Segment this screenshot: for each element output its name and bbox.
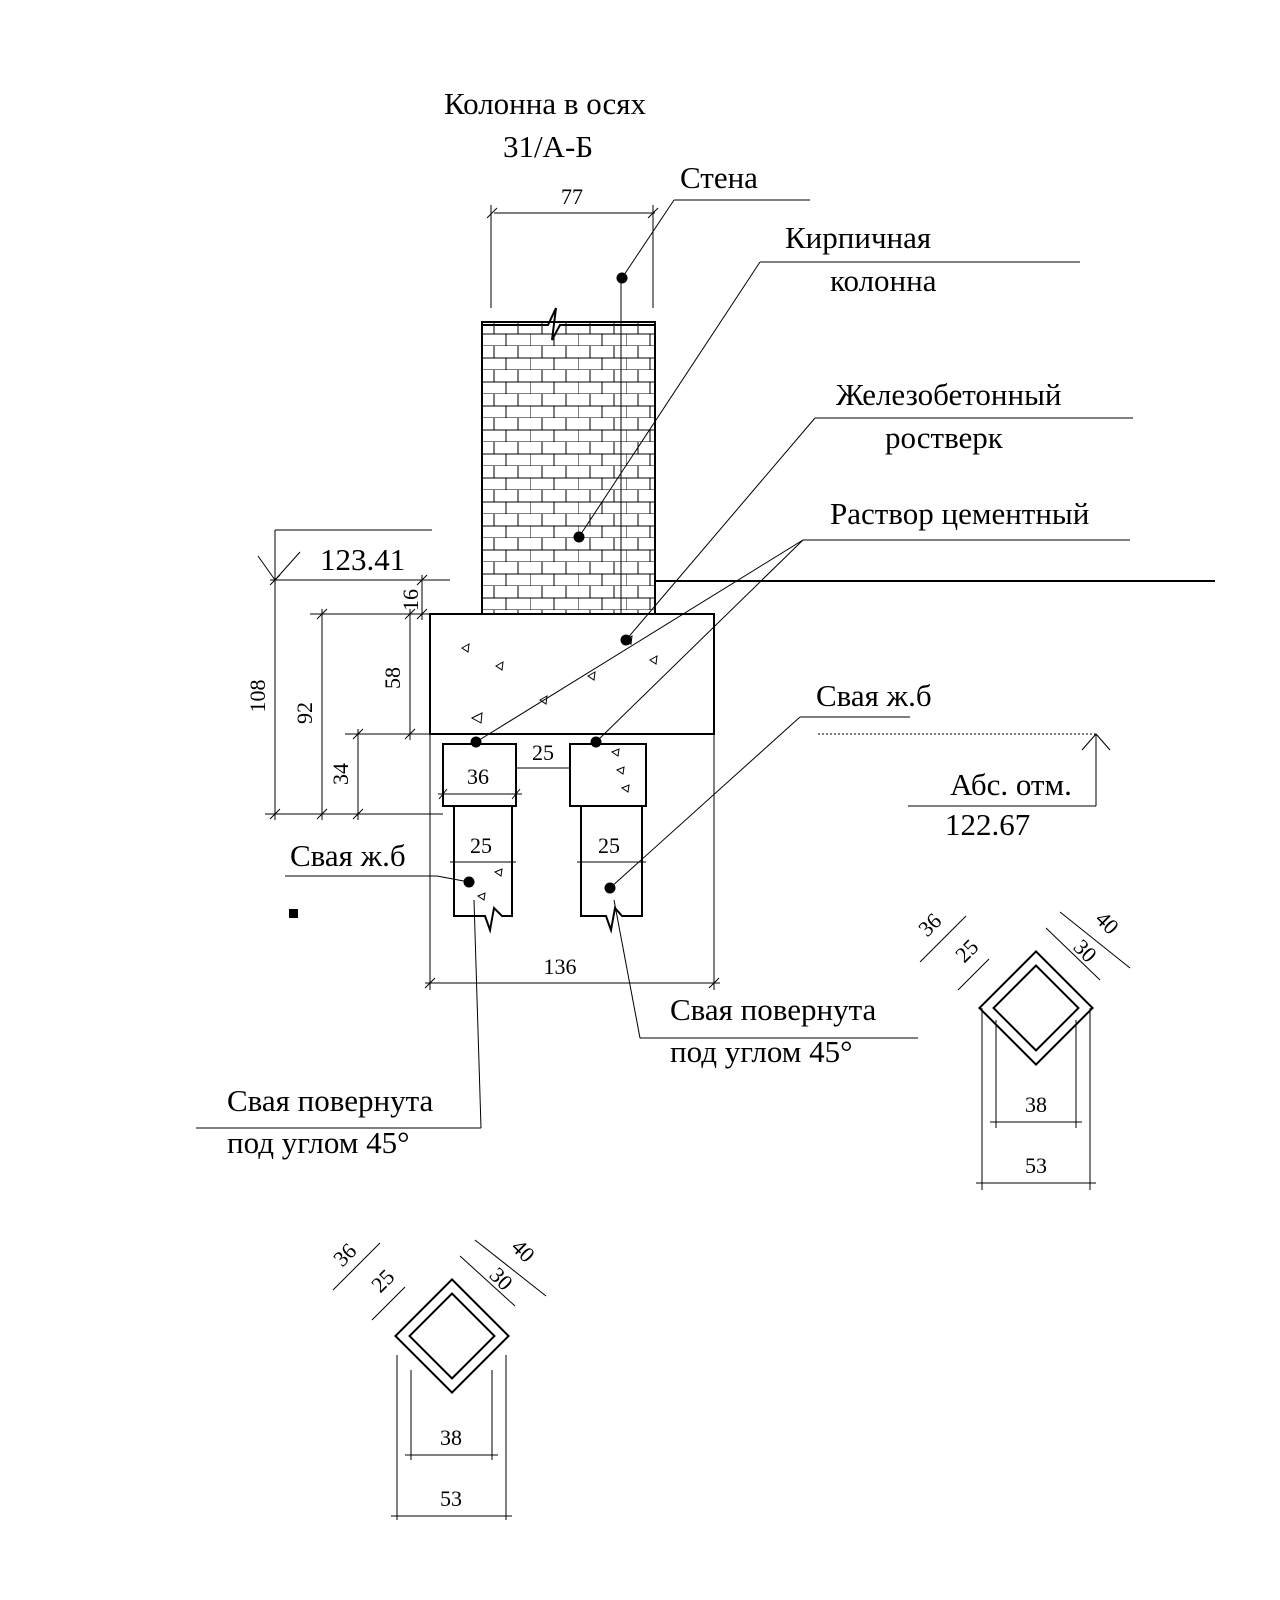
svg-text:34: 34 xyxy=(328,763,353,785)
svg-text:Абс. отм.: Абс. отм. xyxy=(950,767,1072,802)
label-rotated-right-1: Свая повернута xyxy=(670,992,876,1027)
dim-vertical-chain: 108 92 34 58 16 xyxy=(245,574,450,820)
dim-column-width: 77 xyxy=(486,184,659,308)
svg-text:77: 77 xyxy=(561,184,583,209)
leader-rotated-left xyxy=(196,899,482,1129)
svg-text:53: 53 xyxy=(440,1486,462,1511)
svg-text:38: 38 xyxy=(440,1425,462,1450)
svg-text:16: 16 xyxy=(398,589,423,611)
label-rc-grillage-1: Железобетонный xyxy=(836,377,1062,412)
svg-text:25: 25 xyxy=(366,1264,399,1297)
label-brick-column-2: колонна xyxy=(830,263,937,298)
svg-text:25: 25 xyxy=(950,934,983,967)
label-cement-mortar: Раствор цементный xyxy=(830,496,1089,531)
leader-pile-right xyxy=(604,716,910,894)
label-rotated-left-2: под углом 45° xyxy=(227,1125,410,1160)
title-line-2: 31/А-Б xyxy=(503,129,593,164)
pile-cap-right xyxy=(569,743,647,807)
svg-text:40: 40 xyxy=(1091,906,1124,939)
pile-left xyxy=(453,806,513,934)
dim-pile-cap-width: 36 xyxy=(438,764,522,800)
pile-cap-left xyxy=(442,743,517,807)
leader-rc-grillage xyxy=(620,417,1133,646)
leader-pile-left xyxy=(285,875,475,888)
elevation-mark-top: 123.41 xyxy=(257,529,432,581)
svg-text:25: 25 xyxy=(532,740,554,765)
leader-wall xyxy=(616,199,810,284)
svg-text:40: 40 xyxy=(507,1234,540,1267)
leader-brick-column xyxy=(573,261,1080,543)
point-marker xyxy=(289,909,298,918)
leader-rotated-right xyxy=(613,899,918,1039)
svg-text:123.41: 123.41 xyxy=(320,542,405,577)
svg-text:36: 36 xyxy=(467,764,489,789)
dim-gap-between-piles: 25 xyxy=(516,740,570,769)
label-pile-left: Свая ж.б xyxy=(290,838,406,873)
svg-text:122.67: 122.67 xyxy=(945,807,1030,842)
label-rotated-left-1: Свая повернута xyxy=(227,1083,433,1118)
svg-text:53: 53 xyxy=(1025,1153,1047,1178)
leader-cement-mortar xyxy=(470,539,1130,748)
label-wall: Стена xyxy=(680,160,758,195)
svg-text:136: 136 xyxy=(544,954,577,979)
svg-text:25: 25 xyxy=(470,833,492,858)
title-line-1: Колонна в осях xyxy=(444,86,647,121)
pile-section-left: 36 25 40 30 38 53 xyxy=(328,1234,547,1520)
svg-text:30: 30 xyxy=(1069,934,1102,967)
svg-text:36: 36 xyxy=(913,908,946,941)
svg-text:92: 92 xyxy=(292,702,317,724)
label-pile-right: Свая ж.б xyxy=(816,678,932,713)
svg-text:30: 30 xyxy=(485,1262,518,1295)
dim-grillage-width: 136 xyxy=(424,734,720,990)
elevation-mark-bottom: Абс. отм. 122.67 xyxy=(818,733,1111,842)
pile-right xyxy=(580,806,643,934)
svg-text:38: 38 xyxy=(1025,1092,1047,1117)
dim-pile-left-width: 25 xyxy=(450,833,516,863)
label-rotated-right-2: под углом 45° xyxy=(670,1034,853,1069)
svg-text:108: 108 xyxy=(245,680,270,713)
label-brick-column-1: Кирпичная xyxy=(785,220,931,255)
pile-section-right: 36 25 40 30 38 53 xyxy=(913,906,1131,1190)
svg-text:25: 25 xyxy=(598,833,620,858)
svg-text:58: 58 xyxy=(380,667,405,689)
dim-pile-right-width: 25 xyxy=(577,833,646,863)
rc-grillage xyxy=(429,613,715,735)
label-rc-grillage-2: ростверк xyxy=(885,420,1004,455)
brick-column xyxy=(481,307,656,615)
